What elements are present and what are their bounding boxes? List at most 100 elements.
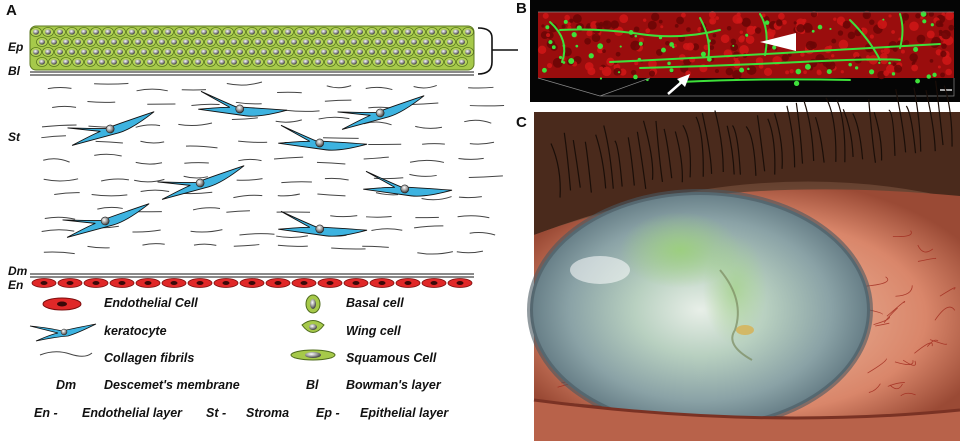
epithelial-nucleus (153, 29, 159, 35)
epithelial-nucleus (399, 59, 405, 65)
confocal-red-cell (894, 64, 903, 73)
eyelash (767, 118, 776, 175)
collagen-fibril (469, 141, 495, 145)
collagen-fibril (87, 245, 110, 249)
epithelial-nucleus (231, 39, 237, 45)
collagen-fibril (140, 140, 165, 144)
epithelial-nucleus (333, 29, 339, 35)
legend-dm-full: Descemet's membrane (104, 378, 240, 392)
keratocyte-nucleus (400, 184, 410, 194)
confocal-red-cell (587, 67, 596, 76)
epithelial-nucleus (237, 49, 243, 55)
confocal-red-cell (948, 24, 955, 31)
confocal-green-dot (739, 67, 745, 73)
epithelial-nucleus (243, 39, 249, 45)
collagen-fibril (285, 109, 320, 112)
epithelial-nucleus (387, 59, 393, 65)
collagen-fibril (226, 210, 250, 213)
keratocyte (67, 111, 155, 146)
collagen-fibril (365, 216, 392, 218)
endothelial-nucleus (222, 281, 230, 285)
confocal-nerve (559, 28, 721, 38)
legend-en-abbr: En - (34, 406, 58, 420)
confocal-red-cell (596, 23, 603, 31)
epithelial-nucleus (141, 49, 147, 55)
eyelash (786, 105, 796, 168)
epithelial-nucleus (411, 59, 417, 65)
confocal-red-cell (916, 34, 926, 44)
collagen-fibril (41, 229, 75, 233)
confocal-red-cell (866, 55, 870, 59)
legend-wing-cell: Wing cell (346, 324, 401, 338)
epithelial-nucleus (387, 39, 393, 45)
keratocyte (198, 90, 288, 117)
confocal-red-cell (720, 34, 730, 44)
confocal-red-cell (645, 28, 651, 34)
epithelial-nucleus (273, 49, 279, 55)
epithelial-nucleus (93, 49, 99, 55)
epithelial-nucleus (141, 29, 147, 35)
epithelial-nucleus (177, 49, 183, 55)
confocal-red-cell (674, 23, 679, 28)
confocal-red-cell (911, 64, 919, 72)
epithelial-nucleus (117, 29, 123, 35)
confocal-red-cell (708, 11, 716, 19)
collagen-fibril (41, 124, 77, 128)
epithelial-nucleus (225, 49, 231, 55)
confocal-red-cell (599, 66, 604, 71)
confocal-red-cell (800, 52, 805, 57)
endothelial-cell-icon (42, 297, 82, 311)
confocal-image (530, 0, 960, 102)
epithelial-nucleus (183, 59, 189, 65)
confocal-red-cell (869, 19, 875, 25)
confocal-red-cell (569, 18, 574, 23)
epithelial-nucleus (111, 39, 117, 45)
confocal-red-cell (715, 16, 719, 21)
confocal-red-cell (651, 12, 660, 22)
confocal-red-cell (883, 47, 890, 55)
eyelash (636, 131, 647, 189)
epithelial-nucleus (273, 29, 279, 35)
confocal-green-dot (707, 39, 711, 43)
epithelial-nucleus (93, 29, 99, 35)
collagen-fibril (87, 100, 116, 103)
confocal-nerve (759, 13, 768, 56)
epithelial-nucleus (375, 39, 381, 45)
confocal-red-cell (941, 29, 951, 40)
epithelial-nucleus (147, 59, 153, 65)
eyelash (655, 120, 664, 182)
confocal-red-cell (782, 19, 787, 25)
keratocyte (337, 95, 425, 130)
collagen-fibril (456, 250, 484, 254)
endothelial-nucleus (196, 281, 204, 285)
legend-st-full: Stroma (246, 406, 290, 420)
epithelial-nucleus (423, 59, 429, 65)
epithelial-nucleus (63, 59, 69, 65)
confocal-red-cell (776, 19, 782, 25)
confocal-green-dot (854, 66, 859, 70)
confocal-green-dot (576, 25, 582, 31)
confocal-red-cell (630, 69, 637, 76)
epithelial-nucleus (285, 29, 291, 35)
confocal-red-cell (920, 16, 924, 20)
confocal-red-cell (886, 64, 895, 74)
legend-keratocyte: keratocyte (104, 324, 167, 338)
confocal-red-cell (810, 11, 818, 18)
confocal-red-cell (584, 37, 591, 45)
confocal-red-cell (803, 70, 807, 75)
confocal-red-cell (648, 70, 656, 77)
keratocyte (278, 210, 368, 237)
collagen-fibril (94, 82, 129, 85)
eyelash (905, 105, 917, 154)
endothelial-nucleus (274, 281, 282, 285)
epithelial-nucleus (381, 49, 387, 55)
collagen-fibril (238, 158, 262, 162)
epithelial-nucleus (339, 39, 345, 45)
confocal-red-cell (630, 40, 641, 51)
epithelial-nucleus (435, 59, 441, 65)
eyelash (935, 80, 944, 146)
keratocyte (157, 165, 245, 200)
collagen-fibril (317, 193, 346, 197)
epithelial-nucleus (345, 29, 351, 35)
confocal-red-cell (892, 62, 897, 66)
